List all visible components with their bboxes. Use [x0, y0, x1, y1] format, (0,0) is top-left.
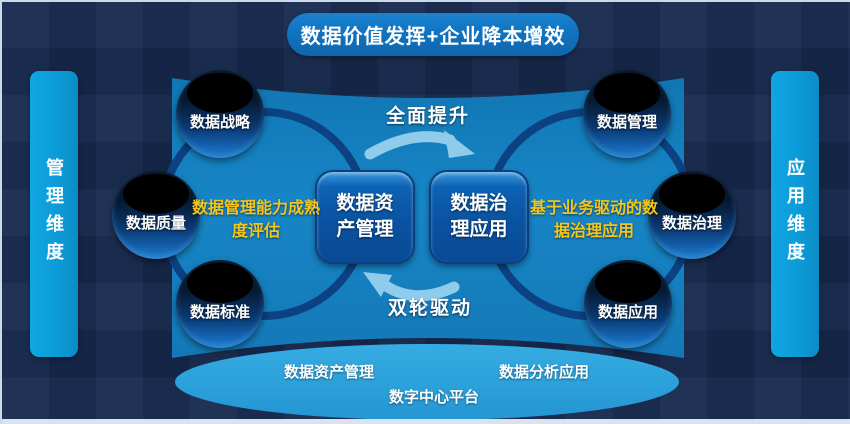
application-dimension-label: 应用维度	[785, 158, 805, 270]
sphere-data-governance: 数据治理	[648, 171, 736, 259]
top-banner: 数据价值发挥+企业降本增效	[287, 13, 579, 56]
bottom-cycle-arrowhead-icon	[363, 272, 392, 297]
sphere-label: 数据应用	[597, 304, 658, 322]
sphere-data-quality: 数据质量	[112, 171, 200, 259]
sphere-label: 数据质量	[125, 215, 186, 233]
business-driven-caption: 基于业务驱动的数据治理应用	[530, 200, 659, 241]
maturity-assessment-caption: 数据管理能力成熟度评估	[192, 200, 321, 241]
sphere-data-application: 数据应用	[584, 260, 672, 348]
data-asset-management-label: 数据资产管理	[336, 193, 394, 240]
sphere-data-strategy: 数据战略	[176, 70, 264, 158]
sphere-label: 数据管理	[596, 114, 657, 132]
platform-left-label: 数据资产管理	[283, 364, 374, 381]
platform-center-label: 数字中心平台	[388, 389, 479, 406]
sphere-label: 数据战略	[189, 114, 250, 132]
sphere-data-management: 数据管理	[583, 70, 671, 158]
data-governance-application-box: 数据治理应用	[429, 170, 529, 264]
platform-ellipse	[175, 344, 679, 420]
data-asset-management-box: 数据资产管理	[315, 170, 415, 264]
management-dimension-bar: 管理维度	[30, 71, 78, 357]
central-panel	[172, 78, 684, 358]
management-dimension-label: 管理维度	[44, 158, 64, 270]
top-banner-label: 数据价值发挥+企业降本增效	[300, 26, 566, 48]
bottom-cycle-arrow	[380, 280, 460, 302]
bottom-arrow-label: 双轮驱动	[387, 298, 472, 319]
top-arrow-label: 全面提升	[385, 106, 470, 127]
bottom-edge-strip	[2, 419, 850, 424]
application-dimension-bar: 应用维度	[771, 71, 819, 357]
sphere-label: 数据标准	[189, 304, 250, 322]
sphere-data-standard: 数据标准	[176, 260, 264, 348]
data-governance-application-label: 数据治理应用	[450, 193, 508, 240]
top-cycle-arrowhead-icon	[444, 130, 475, 158]
sphere-label: 数据治理	[661, 215, 722, 233]
platform-right-label: 数据分析应用	[498, 364, 589, 381]
top-cycle-arrow	[364, 131, 456, 160]
